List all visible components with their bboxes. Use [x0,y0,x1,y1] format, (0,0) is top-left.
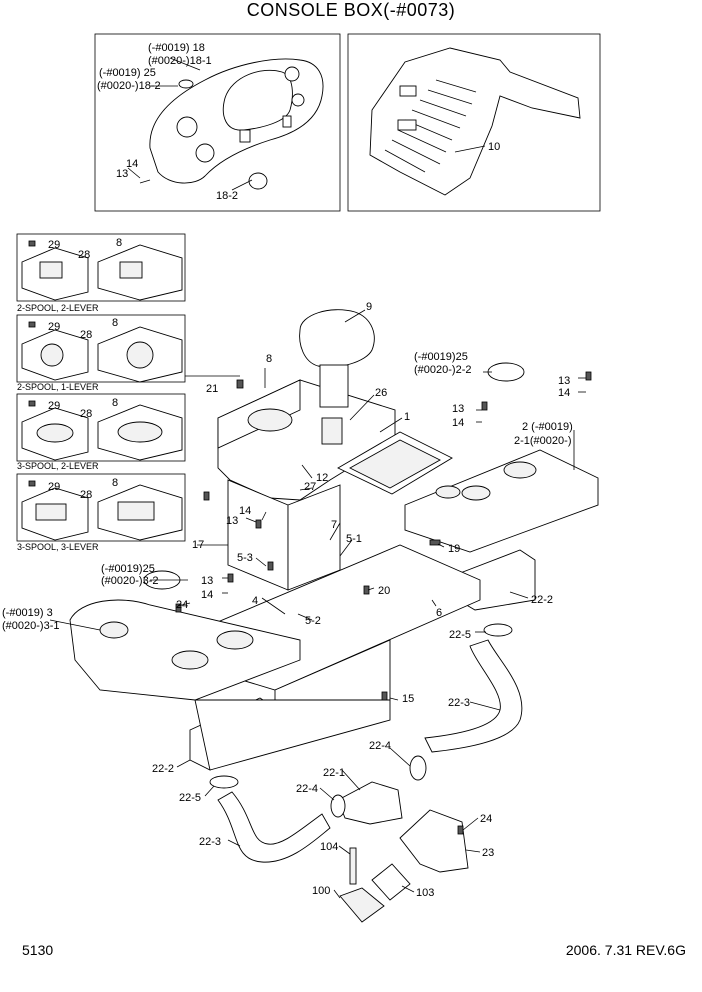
label-100: 100 [312,885,330,897]
label-15: 15 [402,693,414,705]
label-9: 9 [366,301,372,313]
label-18-2-b: 18-2 [216,190,238,202]
svg-text:28: 28 [80,489,92,501]
label-7: 7 [331,519,337,531]
spool-variant-label-4: 3-SPOOL, 3-LEVER [17,542,99,552]
label-27: 27 [304,481,316,493]
label-22-3-b: 22-3 [199,836,221,848]
label-25-b: (-#0019)25 [414,351,468,363]
label-5-2: 5-2 [305,615,321,627]
label-13-e: 13 [201,575,213,587]
spool-inset-4 [16,473,186,542]
label-2-2: (#0020-)2-2 [414,364,471,376]
svg-text:28: 28 [80,329,92,341]
hose-clamps [209,623,513,818]
cover-inset-frame [94,33,341,212]
console-body[interactable] [69,309,599,771]
label-25-c: (-#0019)25 [101,563,155,575]
label-4: 4 [252,595,258,607]
label-22-2-b: 22-2 [152,763,174,775]
air-duct-hoses[interactable] [217,639,523,923]
label-24-b: 24 [480,813,492,825]
spool-variant-label-3: 3-SPOOL, 2-LEVER [17,461,99,471]
label-3: (-#0019) 3 [2,607,53,619]
label-103: 103 [416,887,434,899]
label-8: 8 [266,353,272,365]
label-25-a: (-#0019) 25 [99,67,156,79]
label-10: 10 [488,141,500,153]
part-number-labels: (-#0019) 18 (#0020-)18-1 (-#0019) 25 (#0… [2,42,573,899]
svg-text:29: 29 [48,321,60,333]
svg-text:28: 28 [80,408,92,420]
label-13-b: 13 [558,375,570,387]
page-number: 5130 [22,942,54,958]
spool-inset-2 [16,314,186,383]
label-13-a: 13 [116,168,128,180]
label-20: 20 [378,585,390,597]
mat-inset-frame [347,33,601,212]
label-3-2: (#0020-)3-2 [101,575,158,587]
label-26: 26 [375,387,387,399]
label-24-a: 24 [176,599,188,611]
label-2: 2 (-#0019) [522,421,573,433]
label-22-2-a: 22-2 [531,594,553,606]
label-14-e: 14 [201,589,213,601]
label-5-1: 5-1 [346,533,362,545]
label-17: 17 [192,539,204,551]
label-22-4-b: 22-4 [296,783,318,795]
label-18-2-a: (#0020-)18-2 [97,80,161,92]
label-18: (-#0019) 18 [148,42,205,54]
leader-lines [49,57,586,899]
svg-text:28: 28 [78,249,90,261]
label-6: 6 [436,607,442,619]
instrument-cover-part[interactable] [139,58,324,190]
label-12: 12 [316,472,328,484]
diagram-title: CONSOLE BOX(-#0073) [246,0,456,20]
inset-part-numbers: 29 28 8 29 28 8 29 28 8 29 28 8 [48,237,122,501]
spool-variant-label-1: 2-SPOOL, 2-LEVER [17,303,99,313]
label-104: 104 [320,841,338,853]
spool-variant-label-2: 2-SPOOL, 1-LEVER [17,382,99,392]
label-18-1: (#0020-)18-1 [148,55,212,67]
label-1: 1 [404,411,410,423]
spool-inset-3 [16,393,186,462]
label-22-1: 22-1 [323,767,345,779]
label-13-c: 13 [452,403,464,415]
label-5-3: 5-3 [237,552,253,564]
label-3-1: (#0020-)3-1 [2,620,59,632]
label-23: 23 [482,847,494,859]
revision-date: 2006. 7.31 REV.6G [565,942,686,958]
label-2-1: 2-1(#0020-) [514,435,571,447]
label-22-5-b: 22-5 [179,792,201,804]
spool-inset-1 [16,233,186,302]
svg-text:29: 29 [48,239,60,251]
svg-text:29: 29 [48,400,60,412]
svg-text:8: 8 [112,317,118,329]
floor-mat-part[interactable] [369,47,581,196]
svg-text:8: 8 [116,237,122,249]
label-14-a: 14 [126,158,138,170]
label-19: 19 [448,543,460,555]
label-14-c: 14 [452,417,464,429]
svg-text:8: 8 [112,477,118,489]
svg-text:8: 8 [112,397,118,409]
label-22-5-a: 22-5 [449,629,471,641]
svg-text:29: 29 [48,481,60,493]
label-14-d: 14 [239,505,251,517]
label-13-d: 13 [226,515,238,527]
label-14-b: 14 [558,387,570,399]
label-22-3-a: 22-3 [448,697,470,709]
label-22-4-a: 22-4 [369,740,391,752]
label-21: 21 [206,383,218,395]
